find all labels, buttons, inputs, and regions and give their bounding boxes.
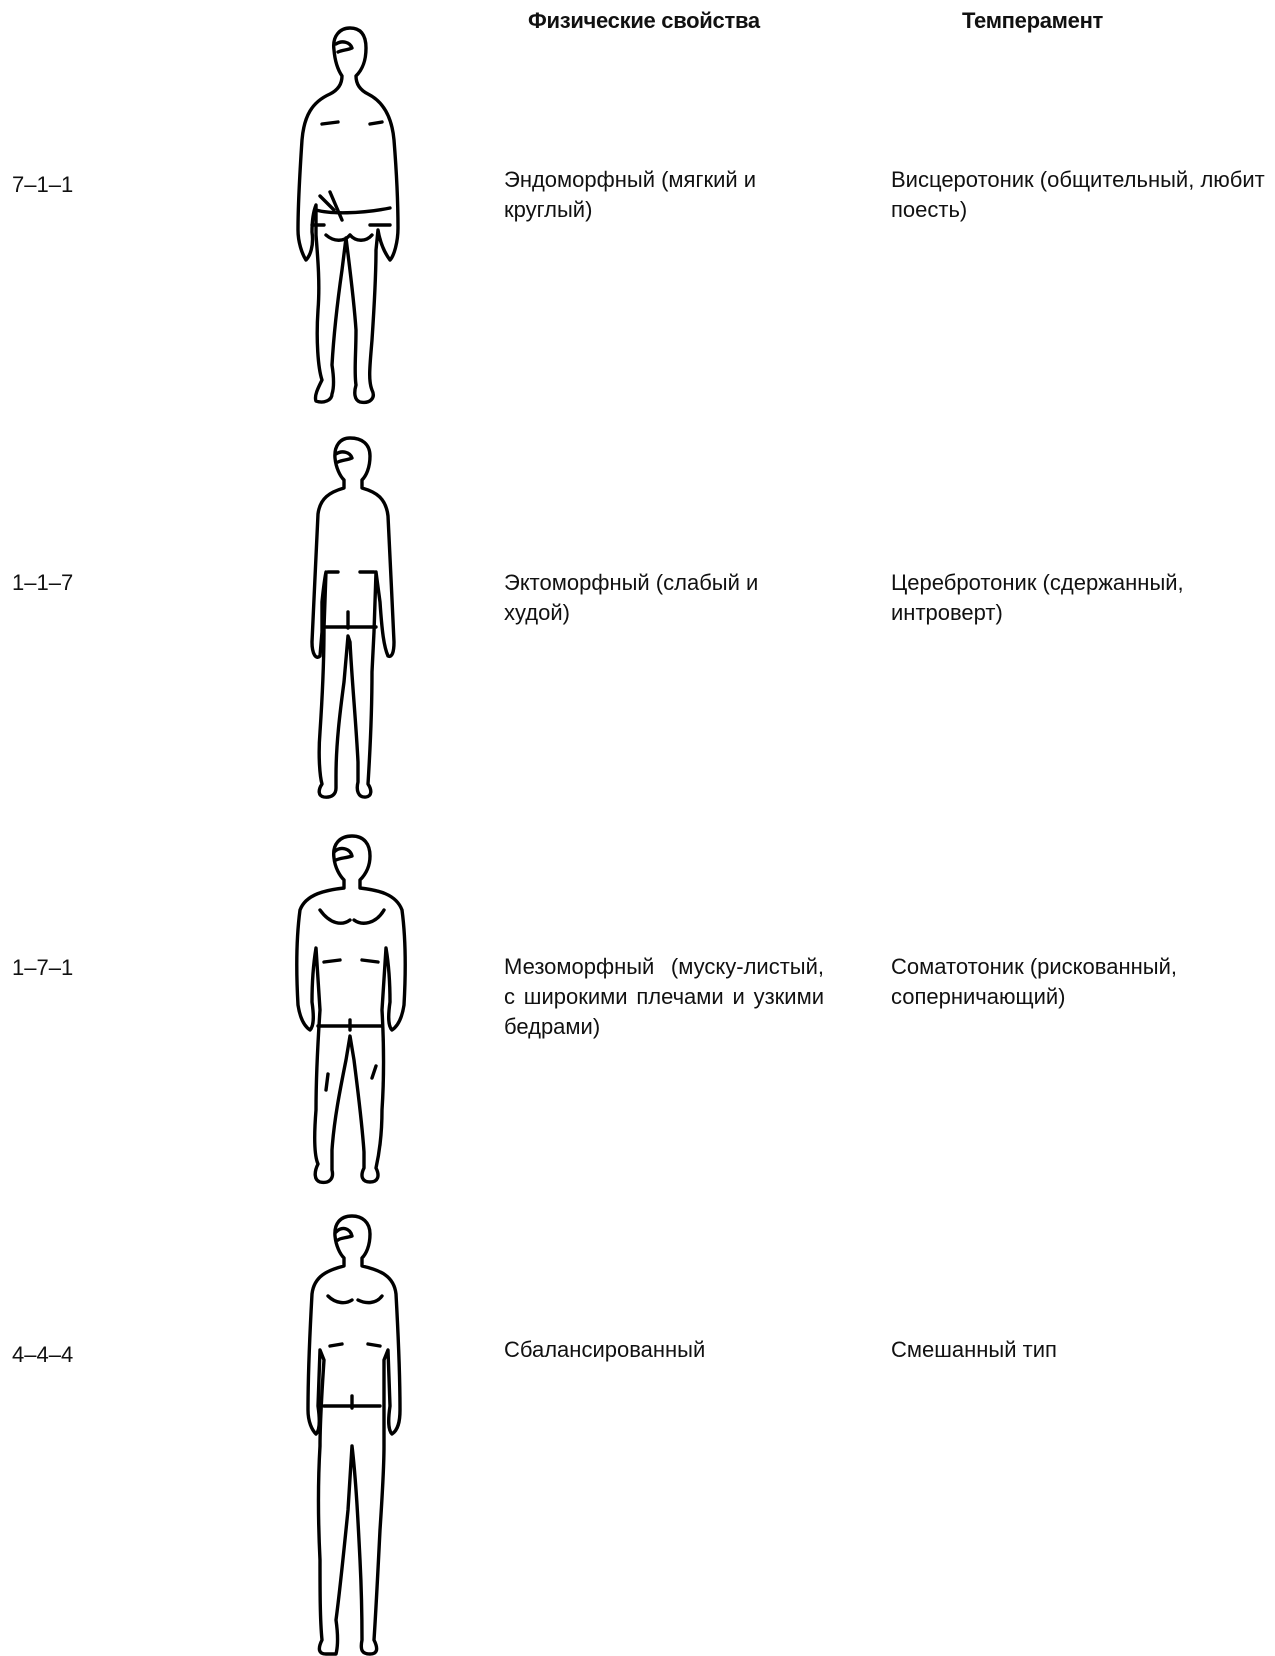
temperament-description: Висцеротоник (общительный, любит поесть) [891, 167, 1265, 222]
temperament-description: Церебротоник (сдержанный, интроверт) [891, 570, 1184, 625]
endomorph-figure [290, 20, 430, 410]
mesomorph-figure [290, 830, 420, 1190]
balanced-figure [296, 1210, 416, 1656]
somatotype-code: 1–1–7 [12, 570, 74, 595]
somatotype-code: 7–1–1 [12, 172, 74, 197]
header-physical-properties: Физические свойства [528, 8, 760, 33]
physical-description: Мезоморфный (муску-листый, с широкими пл… [504, 954, 824, 1039]
ectomorph-figure [300, 432, 410, 802]
physical-description: Сбалансированный [504, 1337, 706, 1362]
temperament-description: Смешанный тип [891, 1337, 1057, 1362]
physical-description: Эндоморфный (мягкий и круглый) [504, 167, 757, 222]
somatotype-code: 4–4–4 [12, 1342, 74, 1367]
temperament-description: Соматотоник (рискованный, соперничающий) [891, 954, 1177, 1009]
physical-description: Эктоморфный (слабый и худой) [504, 570, 759, 625]
header-temperament: Темперамент [962, 8, 1104, 33]
somatotype-code: 1–7–1 [12, 955, 74, 980]
